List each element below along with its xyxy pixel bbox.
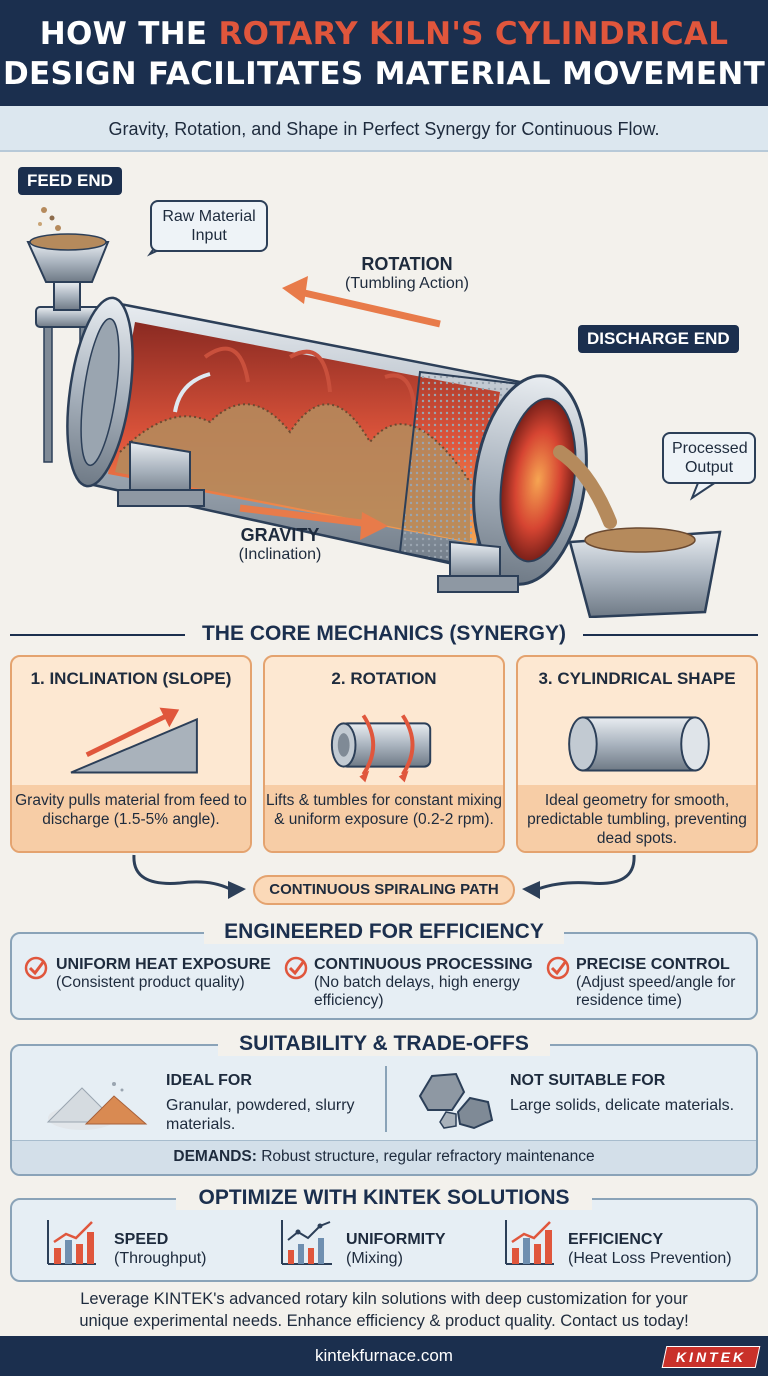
rocks-icon xyxy=(418,1072,494,1130)
demands-text: Robust structure, regular refractory mai… xyxy=(256,1148,595,1165)
check-icon xyxy=(24,956,48,980)
card-title: 2. ROTATION xyxy=(331,669,437,688)
card-description: Lifts & tumbles for constant mixing & un… xyxy=(265,785,503,851)
demands-label: DEMANDS: xyxy=(173,1148,257,1165)
mechanics-card-inclination: 1. INCLINATION (SLOPE) Gravity pulls mat… xyxy=(10,655,252,853)
rotation-icon xyxy=(330,714,432,783)
title-line-2: DESIGN FACILITATES MATERIAL MOVEMENT xyxy=(2,56,766,92)
efficiency-title: CONTINUOUS PROCESSING xyxy=(314,956,533,973)
kiln-cylinder xyxy=(66,296,617,593)
optimize-panel: SPEED (Throughput) UNIFORMITY (Mixing) E… xyxy=(10,1198,758,1282)
line-chart-icon xyxy=(281,1220,332,1265)
gravity-label: GRAVITY (Inclination) xyxy=(200,525,360,565)
bar-chart-icon xyxy=(47,1220,96,1265)
efficiency-desc: (Consistent product quality) xyxy=(56,974,245,991)
gravity-arrow xyxy=(239,504,388,540)
mechanics-heading: THE CORE MECHANICS (SYNERGY) xyxy=(201,622,567,645)
efficiency-title: UNIFORM HEAT EXPOSURE xyxy=(56,956,271,973)
gravity-subtitle: (Inclination) xyxy=(238,546,322,563)
optimize-heading: OPTIMIZE WITH KINTEK SOLUTIONS xyxy=(176,1186,592,1210)
slope-icon xyxy=(70,707,198,774)
footer: kintekfurnace.com KINTEK xyxy=(0,1336,768,1376)
card-title: 1. INCLINATION (SLOPE) xyxy=(30,669,232,688)
title-line-1: HOW THE ROTARY KILN'S CYLINDRICAL xyxy=(0,14,768,54)
optimize-heading-text: OPTIMIZE WITH KINTEK SOLUTIONS xyxy=(198,1186,570,1209)
optimize-title: EFFICIENCY xyxy=(568,1231,664,1248)
cylinder-icon xyxy=(568,716,710,772)
efficiency-item: UNIFORM HEAT EXPOSURE (Consistent produc… xyxy=(56,956,271,992)
check-icon xyxy=(546,956,570,980)
discharge-end-label: DISCHARGE END xyxy=(578,325,739,353)
title-part: HOW THE xyxy=(39,16,219,52)
optimize-desc: (Heat Loss Prevention) xyxy=(568,1250,732,1267)
header: HOW THE ROTARY KILN'S CYLINDRICAL DESIGN… xyxy=(0,0,768,106)
website-link[interactable]: kintekfurnace.com xyxy=(315,1346,453,1365)
rotation-label: ROTATION (Tumbling Action) xyxy=(322,254,492,294)
not-suitable-desc: Large solids, delicate materials. xyxy=(510,1097,735,1114)
raw-material-callout: Raw Material Input xyxy=(150,200,268,252)
rotation-title: ROTATION xyxy=(361,254,453,274)
feed-end-label: FEED END xyxy=(18,167,122,195)
continuous-path-pill: CONTINUOUS SPIRALING PATH xyxy=(253,875,515,905)
demands-bar: DEMANDS: Robust structure, regular refra… xyxy=(12,1140,756,1174)
not-suitable-block: NOT SUITABLE FOR Large solids, delicate … xyxy=(510,1072,740,1115)
cta-line-2: unique experimental needs. Enhance effic… xyxy=(79,1312,689,1330)
bar-chart-icon xyxy=(505,1220,554,1265)
ideal-for-desc: Granular, powdered, slurry materials. xyxy=(166,1097,355,1133)
output-tray xyxy=(568,527,722,619)
efficiency-item: PRECISE CONTROL (Adjust speed/angle for … xyxy=(576,956,752,1010)
efficiency-title: PRECISE CONTROL xyxy=(576,956,730,973)
subtitle: Gravity, Rotation, and Shape in Perfect … xyxy=(0,106,768,152)
rotation-subtitle: (Tumbling Action) xyxy=(345,275,469,292)
card-title: 3. CYLINDRICAL SHAPE xyxy=(538,669,736,688)
card-description: Gravity pulls material from feed to disc… xyxy=(12,785,250,851)
optimize-desc: (Throughput) xyxy=(114,1250,207,1267)
efficiency-panel: UNIFORM HEAT EXPOSURE (Consistent produc… xyxy=(10,932,758,1020)
rotation-arrow xyxy=(282,276,441,328)
rotary-kiln-drawing xyxy=(26,207,722,619)
check-icon xyxy=(284,956,308,980)
not-suitable-title: NOT SUITABLE FOR xyxy=(510,1072,666,1089)
optimize-item: SPEED (Throughput) xyxy=(114,1230,264,1268)
suitability-panel: IDEAL FOR Granular, powdered, slurry mat… xyxy=(10,1044,758,1176)
optimize-title: SPEED xyxy=(114,1231,169,1248)
cta-line-1: Leverage KINTEK's advanced rotary kiln s… xyxy=(80,1290,688,1308)
optimize-desc: (Mixing) xyxy=(346,1250,403,1267)
optimize-title: UNIFORMITY xyxy=(346,1231,446,1248)
optimize-item: UNIFORMITY (Mixing) xyxy=(346,1230,496,1268)
optimize-item: EFFICIENCY (Heat Loss Prevention) xyxy=(568,1230,754,1268)
title-accent: ROTARY KILN'S CYLINDRICAL xyxy=(218,16,729,52)
suitability-heading-text: SUITABILITY & TRADE-OFFS xyxy=(239,1032,529,1055)
efficiency-item: CONTINUOUS PROCESSING (No batch delays, … xyxy=(314,956,544,1010)
powder-icon xyxy=(46,1082,148,1130)
mechanics-card-rotation: 2. ROTATION Lifts & tumbles for constant… xyxy=(263,655,505,853)
divider xyxy=(583,634,758,636)
efficiency-heading-text: ENGINEERED FOR EFFICIENCY xyxy=(224,920,544,943)
flow-arrows xyxy=(132,854,636,899)
call-to-action: Leverage KINTEK's advanced rotary kiln s… xyxy=(0,1288,768,1332)
mechanics-card-shape: 3. CYLINDRICAL SHAPE Ideal geometry for … xyxy=(516,655,758,853)
efficiency-desc: (No batch delays, high energy efficiency… xyxy=(314,974,520,1009)
divider xyxy=(10,634,185,636)
efficiency-desc: (Adjust speed/angle for residence time) xyxy=(576,974,736,1009)
ideal-for-block: IDEAL FOR Granular, powdered, slurry mat… xyxy=(166,1072,376,1134)
kintek-logo-text: KINTEK xyxy=(675,1349,747,1365)
processed-output-callout: Processed Output xyxy=(662,432,756,484)
gravity-title: GRAVITY xyxy=(240,525,320,545)
kiln-illustration: FEED END Raw Material Input ROTATION (Tu… xyxy=(0,152,768,619)
card-description: Ideal geometry for smooth, predictable t… xyxy=(518,785,756,851)
suitability-heading: SUITABILITY & TRADE-OFFS xyxy=(218,1032,550,1056)
ideal-for-title: IDEAL FOR xyxy=(166,1072,252,1089)
column-divider xyxy=(385,1066,387,1132)
efficiency-heading: ENGINEERED FOR EFFICIENCY xyxy=(204,920,564,944)
